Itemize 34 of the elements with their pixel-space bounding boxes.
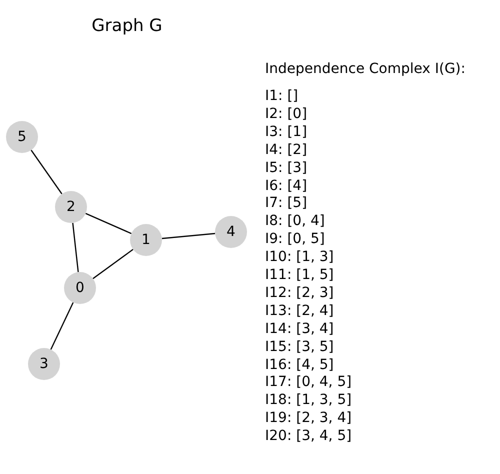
edge-line: [50, 302, 74, 350]
edge-line: [85, 212, 132, 234]
list-item: I18: [1, 3, 5]: [265, 392, 352, 410]
edge-line: [92, 248, 134, 280]
list-item: I15: [3, 5]: [265, 338, 334, 356]
vertex-circle: 3: [28, 348, 60, 380]
edge-line: [72, 222, 79, 272]
list-item: I10: [1, 3]: [265, 249, 334, 266]
list-item: I11: [1, 5]: [265, 267, 334, 284]
list-item: I6: [4]: [265, 178, 308, 194]
list-item: I19: [2, 3, 4]: [265, 410, 352, 428]
list-item: I9: [0, 5]: [265, 231, 325, 248]
list-item: I3: [1]: [265, 124, 308, 141]
vertex-circle: 5: [6, 121, 38, 153]
edge-line: [162, 232, 216, 240]
list-heading: Independence Complex I(G):: [265, 61, 466, 78]
vertex-circle: 0: [64, 272, 96, 304]
vertex-circle: 2: [55, 191, 87, 223]
list-item: I17: [0, 4, 5]: [265, 374, 352, 392]
list-item: I2: [0]: [265, 106, 308, 123]
edge-line: [30, 150, 62, 194]
graph-title: Graph G: [90, 16, 164, 36]
list-item: I12: [2, 3]: [265, 284, 334, 302]
list-item: I7: [5]: [265, 195, 308, 212]
list-item: I5: [3]: [265, 160, 308, 177]
list-item: I14: [3, 4]: [265, 320, 334, 338]
list-item: I4: [2]: [265, 142, 308, 159]
vertex-circle: 1: [130, 224, 162, 256]
list-item: I13: [2, 4]: [265, 302, 334, 320]
vertex-circle: 4: [215, 216, 247, 248]
list-item: I8: [0, 4]: [265, 213, 325, 230]
list-item: I1: []: [265, 88, 298, 105]
list-item: I16: [4, 5]: [265, 356, 334, 374]
list-item: I20: [3, 4, 5]: [265, 428, 352, 446]
